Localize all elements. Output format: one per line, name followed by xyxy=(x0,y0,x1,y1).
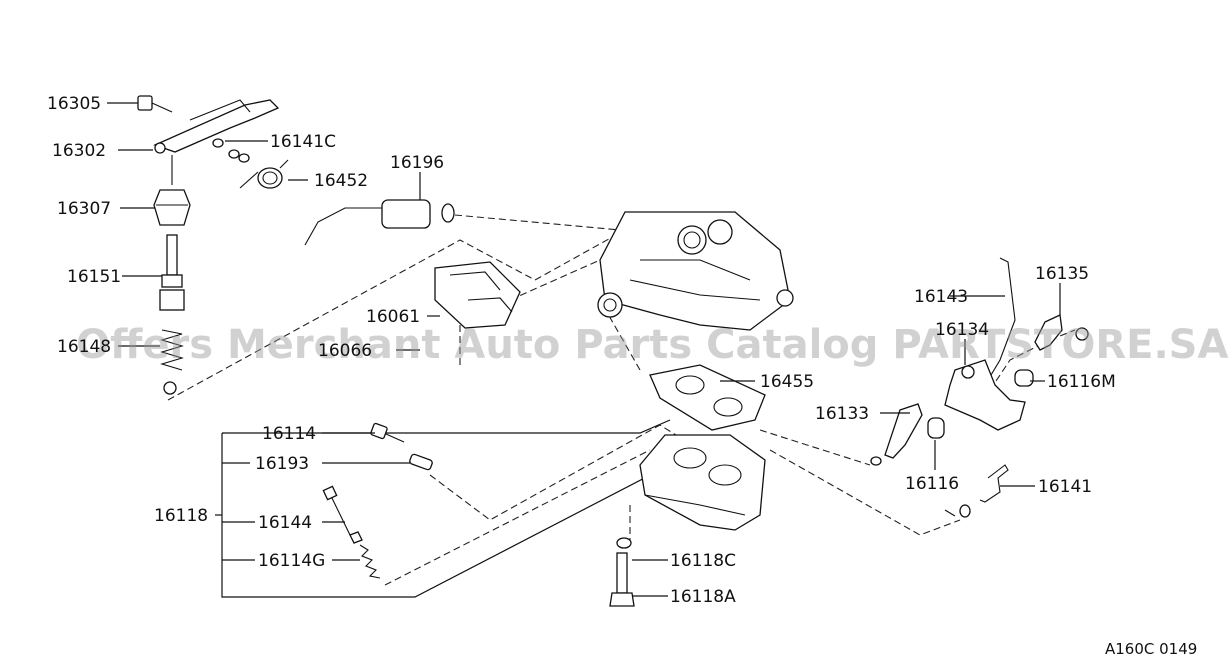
label-16116: 16116 xyxy=(905,474,959,494)
washers-16141c-part xyxy=(212,138,250,163)
jet-16193-part xyxy=(409,453,433,471)
label-16134: 16134 xyxy=(935,320,989,340)
label-16114: 16114 xyxy=(262,424,316,444)
gasket-16455-part xyxy=(649,364,766,431)
label-16302: 16302 xyxy=(52,141,106,161)
link-16141-part xyxy=(944,464,1009,518)
choke-housing-16061-part xyxy=(434,261,521,329)
screw-16114-part xyxy=(370,422,405,443)
screw-16144-part xyxy=(322,485,363,544)
spring-16148-part xyxy=(159,289,185,395)
diaphragm-16307-part xyxy=(153,155,191,226)
washer-16118c-part xyxy=(616,537,632,549)
lever-16133-part xyxy=(870,403,923,466)
label-16148: 16148 xyxy=(57,337,111,357)
label-16144: 16144 xyxy=(258,513,312,533)
bushing-16116m-part xyxy=(1014,369,1034,387)
bushing-16116-part xyxy=(927,417,945,439)
label-16118c: 16118C xyxy=(670,551,736,571)
label-16118: 16118 xyxy=(154,506,208,526)
leader-lines xyxy=(107,102,1061,597)
label-16452: 16452 xyxy=(314,171,368,191)
part-labels: 16305 16302 16141C 16452 16196 16307 161… xyxy=(47,94,1116,607)
label-16151: 16151 xyxy=(67,267,121,287)
lever-16134-part xyxy=(944,359,1026,431)
screw-16305-part xyxy=(137,95,173,113)
spring-16452-part xyxy=(239,159,289,189)
label-16193: 16193 xyxy=(255,454,309,474)
carburetor-upper-body-part xyxy=(597,211,794,331)
label-16114g: 16114G xyxy=(258,551,325,571)
label-16141: 16141 xyxy=(1038,477,1092,497)
label-16141c: 16141C xyxy=(270,132,336,152)
label-16307: 16307 xyxy=(57,199,111,219)
bolt-16118a-part xyxy=(609,552,635,607)
carburetor-lower-body-part xyxy=(639,434,766,531)
solenoid-16196-part xyxy=(304,199,455,246)
label-16196: 16196 xyxy=(390,153,444,173)
label-16305: 16305 xyxy=(47,94,101,114)
label-16135: 16135 xyxy=(1035,264,1089,284)
watermark-text: Offers Merchant Auto Parts Catalog PARTS… xyxy=(76,322,1228,368)
screw-16114g-part xyxy=(359,544,381,579)
throttle-lever-part xyxy=(153,99,280,154)
label-16455: 16455 xyxy=(760,372,814,392)
label-16118a: 16118A xyxy=(670,587,736,607)
label-16133: 16133 xyxy=(815,404,869,424)
label-16066: 16066 xyxy=(318,341,372,361)
label-16061: 16061 xyxy=(366,307,420,327)
diagram-code: A160C 0149 xyxy=(1105,640,1197,658)
rod-16151-part xyxy=(161,234,183,288)
label-16116m: 16116M xyxy=(1047,372,1116,392)
label-16143: 16143 xyxy=(914,287,968,307)
